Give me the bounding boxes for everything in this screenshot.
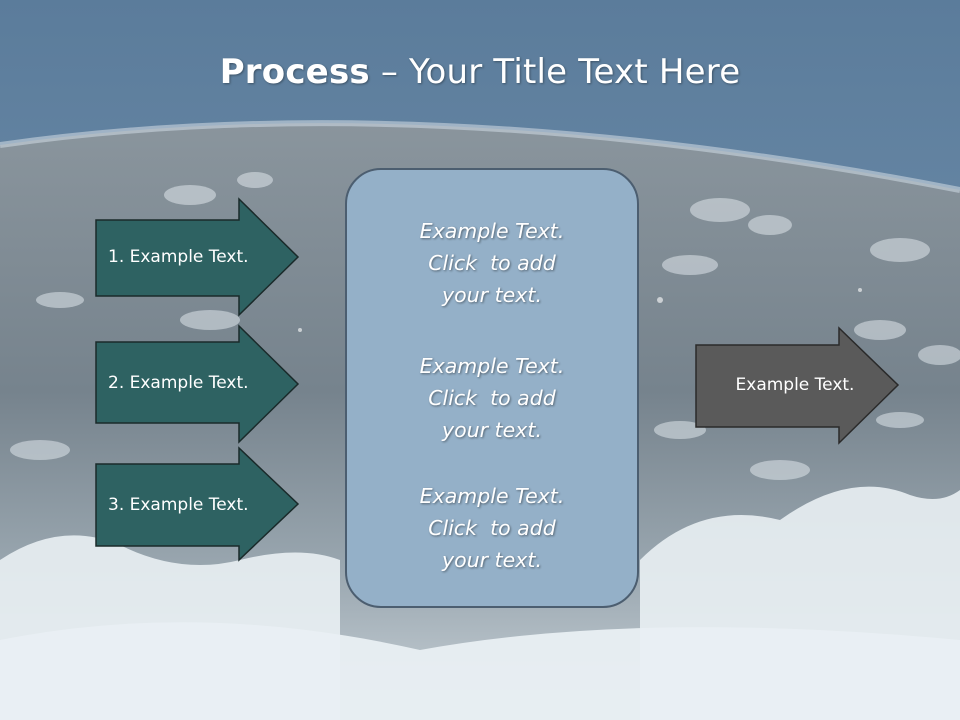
process-step-1-arrow[interactable]: 1. Example Text. (95, 197, 300, 317)
title-strong: Process (219, 52, 370, 92)
center-line: your text. (442, 418, 542, 442)
center-line: your text. (442, 548, 542, 572)
center-line: Example Text. (419, 354, 565, 378)
center-line: Click to add (428, 386, 556, 410)
process-step-2-arrow[interactable]: 2. Example Text. (95, 324, 300, 444)
result-arrow[interactable]: Example Text. (695, 326, 900, 445)
center-text-block-1: Example Text. Click to add your text. (347, 215, 637, 311)
center-line: your text. (442, 283, 542, 307)
center-line: Example Text. (419, 484, 565, 508)
result-label: Example Text. (735, 375, 855, 395)
center-text-block-3: Example Text. Click to add your text. (347, 480, 637, 576)
arrow-shape (95, 197, 300, 317)
process-step-3-arrow[interactable]: 3. Example Text. (95, 446, 300, 565)
title-rest: – Your Title Text Here (369, 52, 741, 92)
center-line: Click to add (428, 516, 556, 540)
step-label: 2. Example Text. (108, 373, 249, 393)
arrow-shape (695, 326, 900, 445)
step-label: 1. Example Text. (108, 247, 249, 267)
step-label: 3. Example Text. (108, 495, 249, 515)
center-text-box[interactable]: Example Text. Click to add your text. Ex… (345, 168, 639, 608)
arrow-shape (95, 446, 300, 562)
center-line: Example Text. (419, 219, 565, 243)
center-line: Click to add (428, 251, 556, 275)
slide-title[interactable]: Process – Your Title Text Here (0, 52, 960, 92)
center-text-block-2: Example Text. Click to add your text. (347, 350, 637, 446)
arrow-shape (95, 324, 300, 444)
